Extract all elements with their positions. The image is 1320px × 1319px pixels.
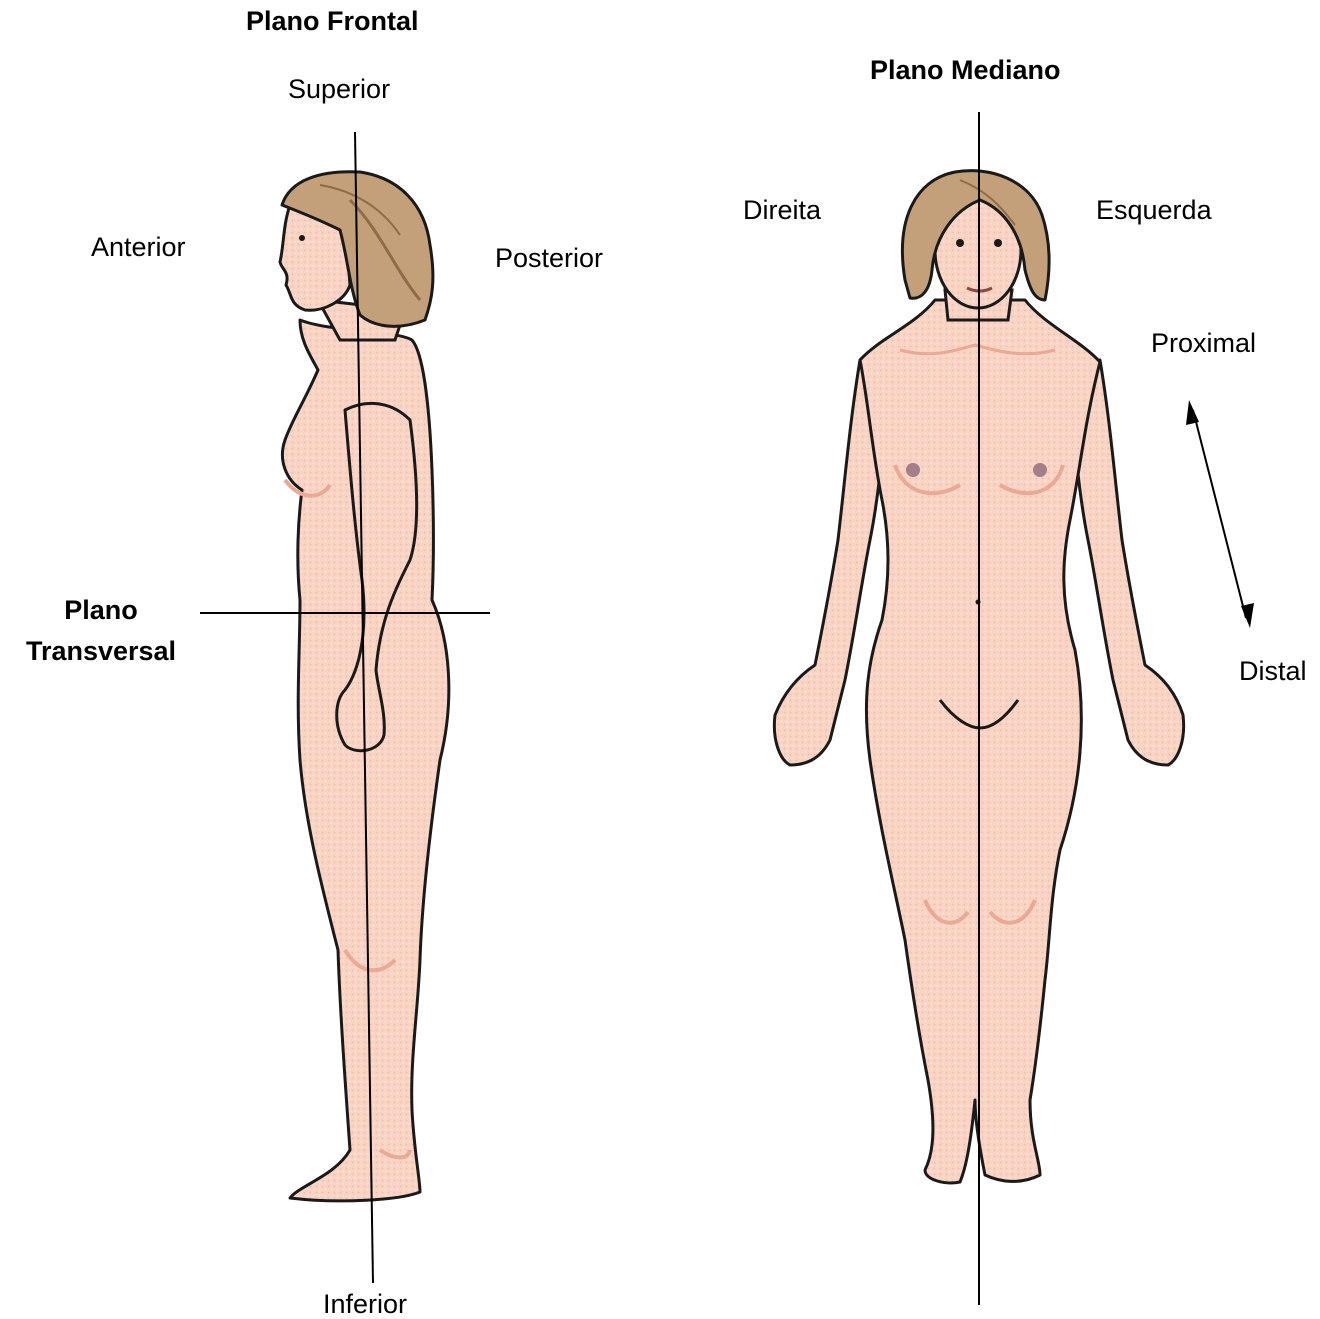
transverse-plane-label-line2: Transversal (6, 638, 196, 665)
arrow-head-proximal (1186, 400, 1199, 425)
side-eye (299, 235, 305, 241)
inferior-label: Inferior (323, 1291, 407, 1318)
transverse-plane-label: Plano Transversal (6, 597, 196, 665)
anterior-label: Anterior (91, 234, 186, 261)
front-nipple-left (1033, 463, 1047, 477)
front-arm-left (1073, 360, 1184, 765)
arrow-head-distal (1241, 603, 1254, 628)
proximal-distal-arrow (1186, 400, 1254, 628)
front-eye-right (956, 239, 964, 247)
front-nipple-right (906, 463, 920, 477)
superior-label: Superior (288, 76, 390, 103)
median-plane-title: Plano Mediano (870, 57, 1061, 84)
distal-label: Distal (1239, 658, 1307, 685)
frontal-plane-title: Plano Frontal (246, 8, 419, 35)
left-label: Esquerda (1096, 197, 1212, 224)
front-eye-left (994, 239, 1002, 247)
right-label: Direita (743, 197, 821, 224)
posterior-label: Posterior (495, 245, 603, 272)
proximal-label: Proximal (1151, 330, 1256, 357)
transverse-plane-label-line1: Plano (6, 597, 196, 624)
